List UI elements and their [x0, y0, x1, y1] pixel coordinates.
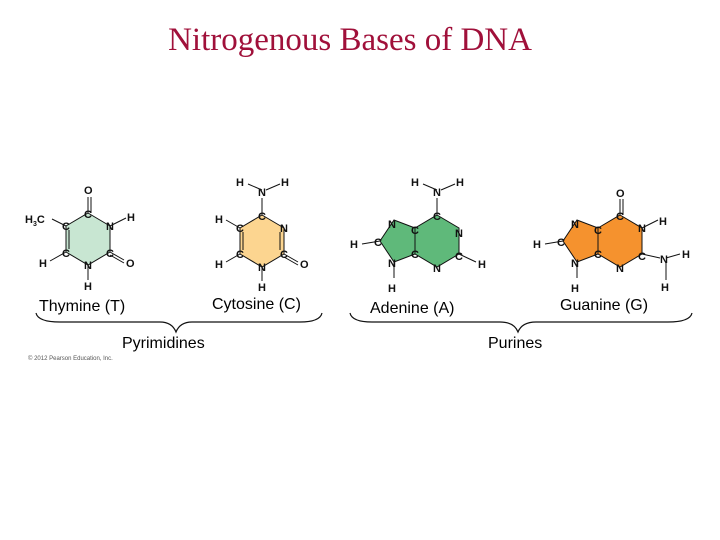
page-title: Nitrogenous Bases of DNA	[168, 22, 532, 58]
svg-text:H: H	[215, 214, 223, 226]
svg-text:H: H	[215, 259, 223, 271]
svg-text:H: H	[682, 249, 690, 261]
svg-text:N: N	[106, 221, 114, 233]
guanine-label: Guanine (G)	[560, 297, 649, 314]
svg-text:C: C	[411, 249, 419, 261]
svg-text:N: N	[571, 219, 579, 231]
svg-text:H: H	[478, 259, 486, 271]
svg-text:C: C	[84, 209, 92, 221]
guanine-structure: O C N H C N H H N C C N C H N H	[533, 188, 690, 295]
svg-text:N: N	[280, 223, 288, 235]
svg-text:C: C	[106, 248, 114, 260]
svg-text:H: H	[571, 283, 579, 295]
svg-text:H: H	[411, 177, 419, 189]
cytosine-structure: H N H C N H C C H N C O H	[215, 177, 309, 294]
thymine-structure: O C N H C O N H C H C H3C	[25, 185, 135, 293]
svg-text:C: C	[236, 249, 244, 261]
svg-text:C: C	[557, 237, 565, 249]
svg-text:H: H	[281, 177, 289, 189]
pyrimidines-label: Pyrimidines	[122, 335, 205, 352]
svg-text:H: H	[84, 281, 92, 293]
svg-text:C: C	[236, 223, 244, 235]
adenine-label: Adenine (A)	[370, 300, 455, 317]
svg-text:O: O	[84, 185, 93, 197]
svg-text:H: H	[236, 177, 244, 189]
svg-text:N: N	[388, 219, 396, 231]
svg-text:N: N	[660, 254, 668, 266]
svg-text:C: C	[433, 211, 441, 223]
svg-text:H: H	[350, 239, 358, 251]
svg-text:C: C	[280, 249, 288, 261]
adenine-structure: H N H C N C H N C C N C H N H	[350, 177, 486, 295]
svg-text:H: H	[127, 212, 135, 224]
svg-text:H: H	[661, 282, 669, 294]
svg-text:N: N	[388, 258, 396, 270]
svg-text:H: H	[39, 258, 47, 270]
svg-text:C: C	[455, 251, 463, 263]
purines-label: Purines	[488, 335, 543, 352]
svg-text:N: N	[616, 263, 624, 275]
svg-text:H: H	[258, 282, 266, 294]
svg-text:H: H	[533, 239, 541, 251]
svg-text:C: C	[616, 211, 624, 223]
svg-text:O: O	[300, 259, 309, 271]
thymine-label: Thymine (T)	[39, 298, 126, 315]
purines-brace	[349, 312, 693, 334]
svg-text:N: N	[258, 187, 266, 199]
svg-text:C: C	[258, 211, 266, 223]
copyright-notice: © 2012 Pearson Education, Inc.	[28, 356, 113, 362]
svg-text:C: C	[62, 221, 70, 233]
svg-text:N: N	[638, 223, 646, 235]
svg-text:C: C	[411, 225, 419, 237]
adenine-ring-5	[379, 219, 416, 263]
svg-text:C: C	[374, 237, 382, 249]
svg-text:O: O	[126, 258, 135, 270]
guanine-ring-5	[562, 219, 599, 263]
svg-text:C: C	[594, 225, 602, 237]
svg-text:C: C	[594, 249, 602, 261]
svg-text:H: H	[659, 216, 667, 228]
pyrimidines-brace	[35, 312, 323, 334]
svg-text:O: O	[616, 188, 625, 200]
svg-text:N: N	[455, 228, 463, 240]
svg-text:N: N	[84, 260, 92, 272]
svg-text:N: N	[433, 187, 441, 199]
svg-text:N: N	[433, 263, 441, 275]
svg-text:C: C	[62, 248, 70, 260]
svg-text:H3C: H3C	[25, 214, 45, 228]
cytosine-label: Cytosine (C)	[212, 296, 301, 313]
svg-text:N: N	[258, 262, 266, 274]
svg-text:H: H	[388, 283, 396, 295]
svg-text:C: C	[638, 251, 646, 263]
svg-text:N: N	[571, 258, 579, 270]
svg-text:H: H	[456, 177, 464, 189]
